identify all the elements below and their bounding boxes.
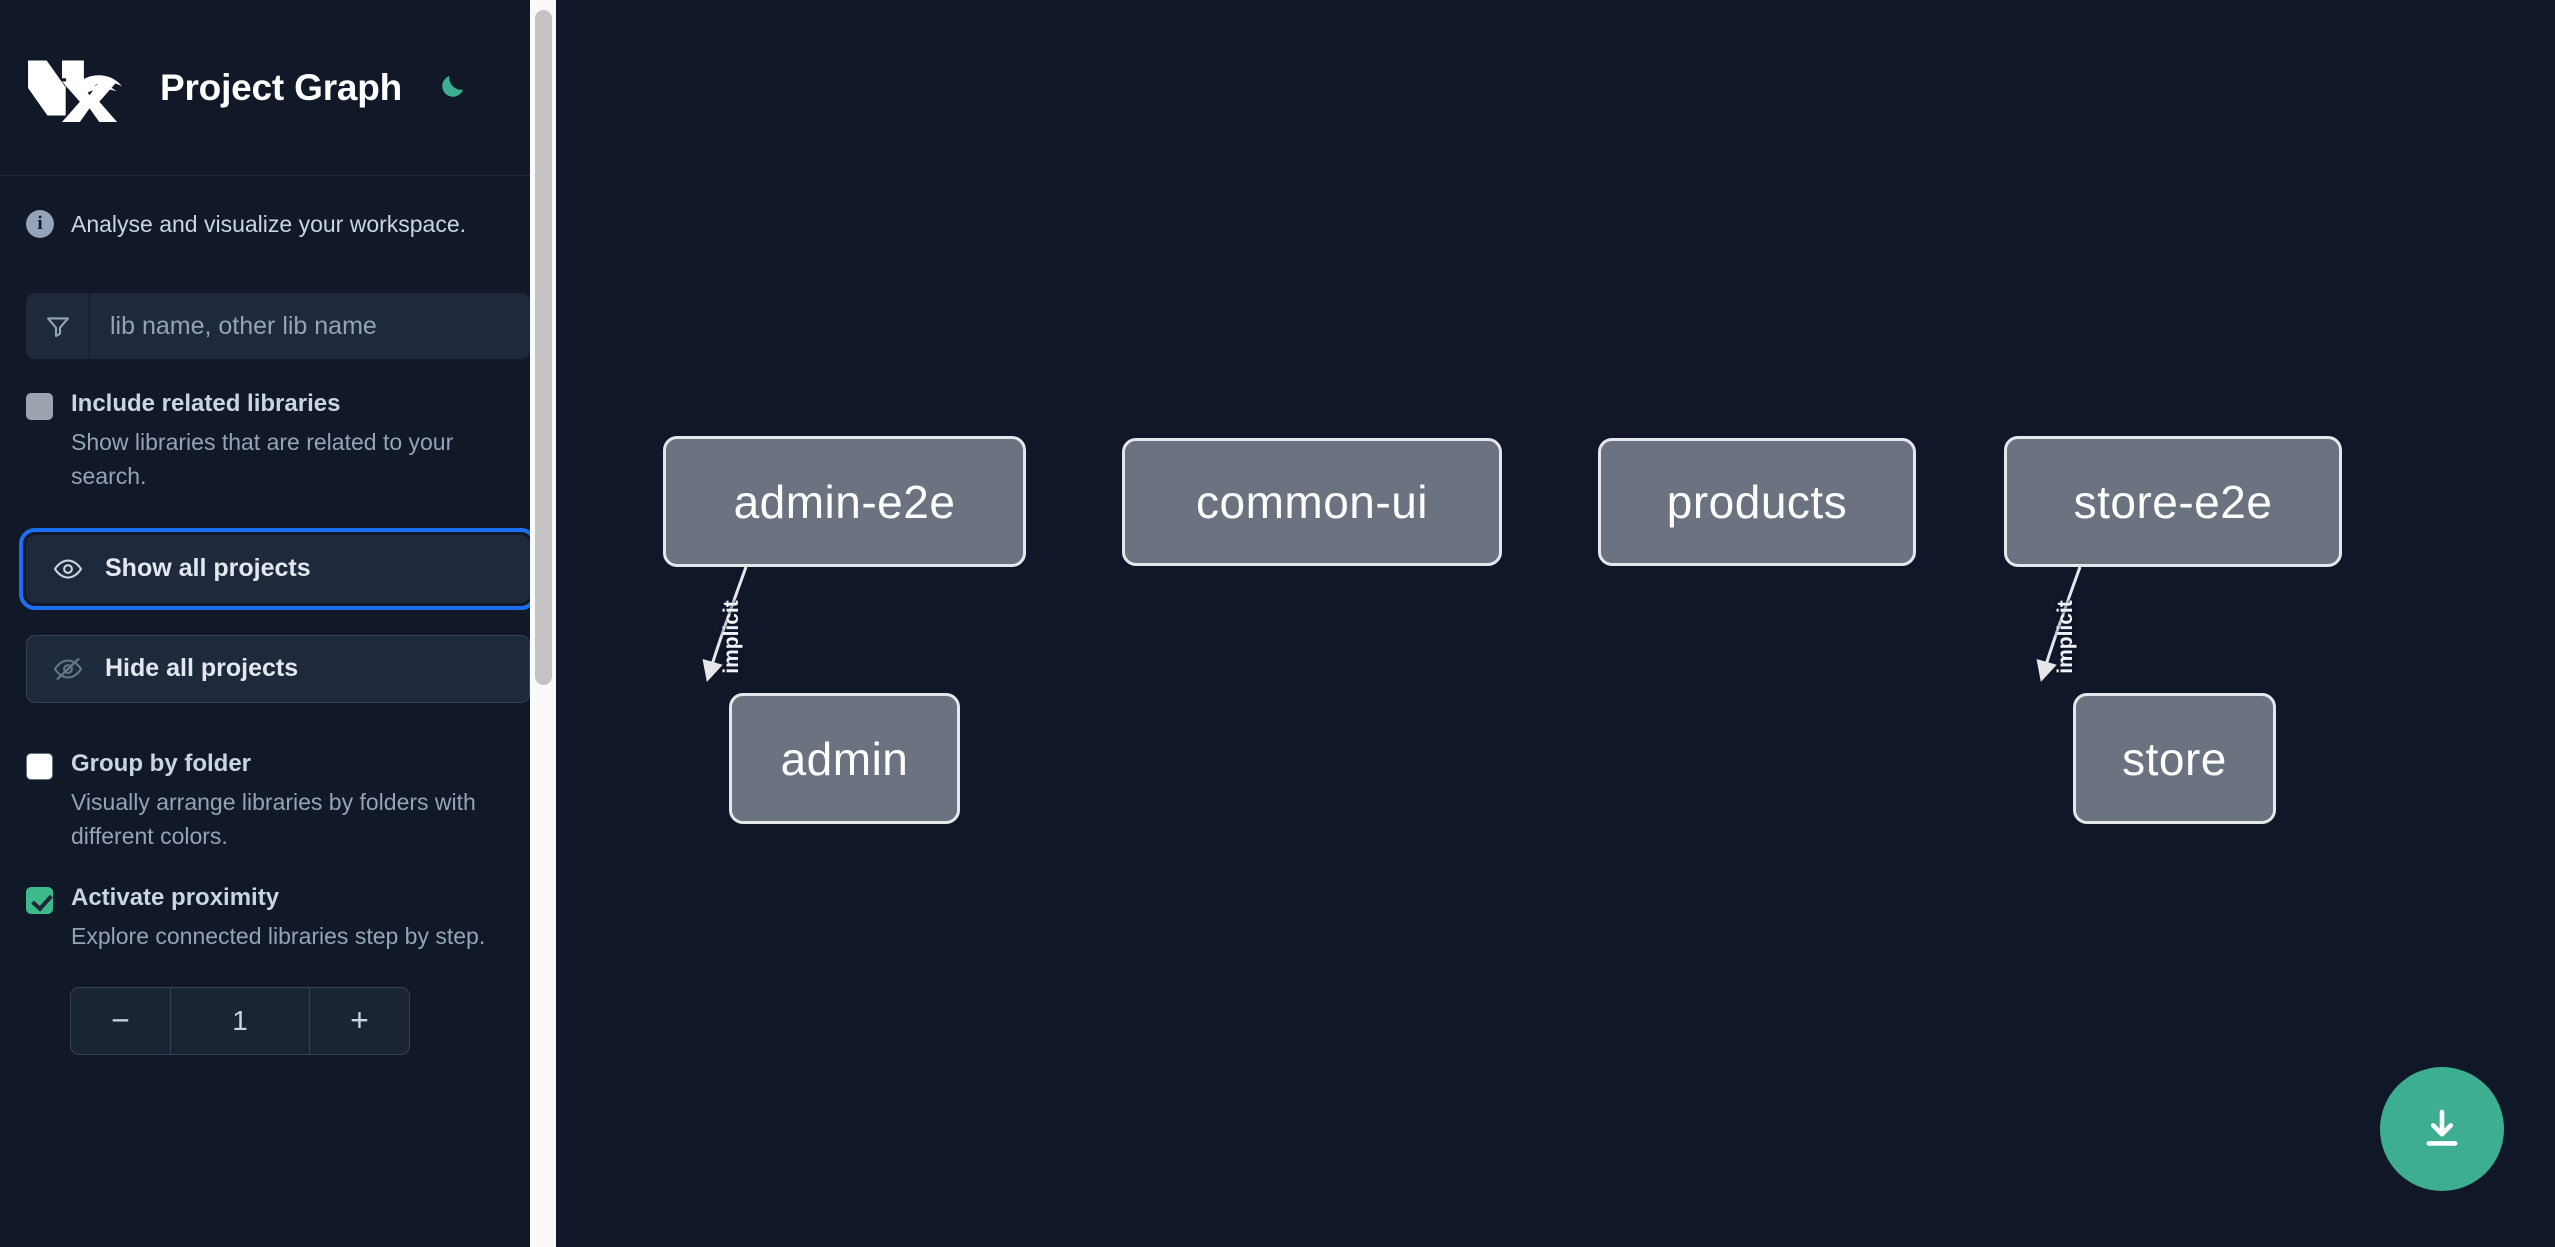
graph-node-products[interactable]: products bbox=[1598, 438, 1916, 566]
proximity-decrement-button[interactable]: − bbox=[71, 987, 171, 1054]
node-label: admin bbox=[780, 732, 909, 785]
proximity-value: 1 bbox=[171, 987, 309, 1054]
sidebar-scrollbar[interactable] bbox=[530, 0, 556, 1247]
node-label: admin-e2e bbox=[733, 475, 956, 528]
checkbox-include-related-libraries[interactable] bbox=[26, 393, 53, 420]
show-all-projects-label: Show all projects bbox=[105, 554, 311, 583]
graph-canvas[interactable]: admin-e2e common-ui products store-e2e a… bbox=[556, 0, 2555, 1247]
node-label: store-e2e bbox=[2073, 475, 2273, 528]
nx-logo bbox=[26, 54, 124, 122]
node-label: products bbox=[1666, 476, 1848, 528]
sidebar-scrollbar-thumb[interactable] bbox=[535, 10, 552, 685]
eye-icon bbox=[53, 554, 83, 584]
hide-all-projects-button[interactable]: Hide all projects bbox=[26, 634, 530, 703]
download-icon bbox=[2418, 1105, 2466, 1153]
sidebar-body: Include related libraries Show libraries… bbox=[0, 293, 556, 1055]
moon-icon[interactable] bbox=[432, 69, 470, 107]
option-title: Activate proximity bbox=[71, 883, 280, 911]
project-visibility-buttons: Show all projects Hide all projects bbox=[19, 527, 537, 703]
sidebar: Project Graph i Analyse and visualize yo… bbox=[0, 0, 556, 1247]
hide-all-projects-label: Hide all projects bbox=[105, 654, 299, 683]
filter-funnel-icon[interactable] bbox=[26, 293, 90, 359]
edge-store-e2e-to-store bbox=[2036, 566, 2082, 683]
show-all-projects-button[interactable]: Show all projects bbox=[19, 527, 537, 610]
option-description: Visually arrange libraries by folders wi… bbox=[71, 788, 476, 849]
tagline-text: Analyse and visualize your workspace. bbox=[71, 210, 467, 237]
option-description: Explore connected libraries step by step… bbox=[71, 922, 486, 949]
page-title: Project Graph bbox=[160, 66, 403, 108]
graph-node-store-e2e[interactable]: store-e2e bbox=[2004, 436, 2342, 567]
sidebar-header: Project Graph bbox=[0, 0, 556, 176]
graph-node-store[interactable]: store bbox=[2073, 693, 2276, 824]
option-title: Group by folder bbox=[71, 749, 251, 777]
node-label: store bbox=[2122, 732, 2227, 785]
search-row bbox=[26, 293, 530, 359]
proximity-increment-button[interactable]: + bbox=[309, 987, 409, 1054]
search-input[interactable] bbox=[90, 293, 530, 359]
graph-node-common-ui[interactable]: common-ui bbox=[1122, 438, 1502, 566]
option-group-by-folder[interactable]: Group by folder Visually arrange librari… bbox=[26, 747, 530, 853]
graph-edges bbox=[702, 566, 2082, 683]
node-label: common-ui bbox=[1195, 476, 1428, 528]
option-include-related-libraries[interactable]: Include related libraries Show libraries… bbox=[26, 387, 530, 493]
edge-admin-e2e-to-admin bbox=[702, 566, 748, 683]
option-activate-proximity[interactable]: Activate proximity Explore connected lib… bbox=[26, 881, 530, 953]
option-description: Show libraries that are related to your … bbox=[71, 428, 454, 489]
graph-node-admin-e2e[interactable]: admin-e2e bbox=[663, 436, 1026, 567]
info-icon: i bbox=[26, 210, 54, 238]
option-title: Include related libraries bbox=[71, 390, 341, 417]
checkbox-group-by-folder[interactable] bbox=[26, 752, 53, 780]
spacer bbox=[26, 603, 530, 635]
proximity-stepper: − 1 + bbox=[70, 986, 410, 1055]
graph-node-admin[interactable]: admin bbox=[729, 693, 960, 824]
sidebar-tagline: i Analyse and visualize your workspace. bbox=[0, 176, 556, 272]
download-image-button[interactable] bbox=[2380, 1067, 2504, 1191]
checkbox-activate-proximity[interactable] bbox=[26, 886, 53, 914]
eye-off-icon bbox=[53, 654, 83, 684]
